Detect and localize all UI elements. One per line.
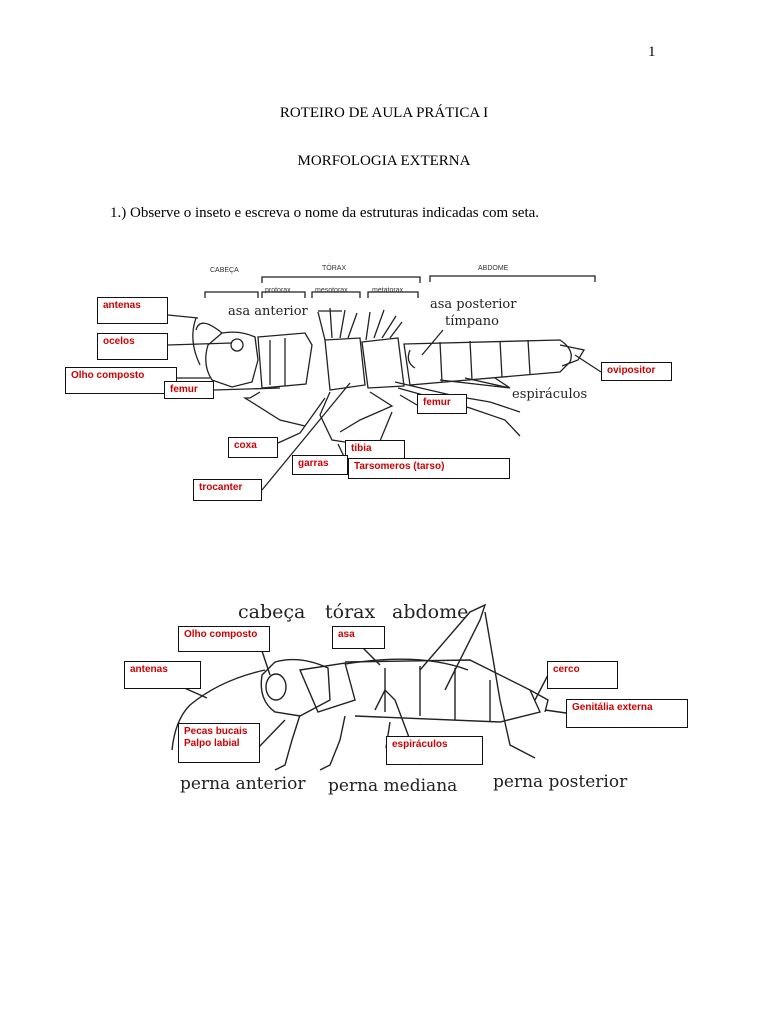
page-number: 1 [648, 44, 656, 60]
label-femur-hind: femur [417, 394, 467, 414]
thorax-pro: protorax [265, 287, 291, 294]
figure-2-drawing: cabeça tórax abdome perna anterior perna… [171, 601, 628, 796]
figure-2-grasshopper-lateral: cabeça tórax abdome perna anterior perna… [171, 601, 628, 796]
label-cerco: cerco [547, 661, 618, 689]
region-abdomen: ABDOME [478, 265, 509, 272]
text-torax: tórax [325, 601, 375, 623]
region-thorax: TÓRAX [322, 263, 346, 272]
label-garras: garras [292, 455, 348, 475]
label-antenas: antenas [97, 297, 168, 324]
document-subtitle: MORFOLOGIA EXTERNA [297, 153, 471, 169]
text-timpano: tímpano [445, 314, 499, 329]
label-ovipositor: ovipositor [601, 362, 672, 381]
text-perna-mediana: perna mediana [328, 776, 457, 796]
label-trocanter: trocanter [193, 479, 262, 501]
label-femur-front: femur [164, 381, 214, 399]
thorax-meso: mesotorax [315, 287, 348, 294]
thorax-meta: metatorax [372, 287, 404, 294]
label-asa: asa [332, 626, 385, 649]
region-head: CABEÇA [210, 267, 239, 274]
label-coxa: coxa [228, 437, 278, 458]
label-ocelos: ocelos [97, 333, 168, 360]
label-tarsomeros: Tarsomeros (tarso) [348, 458, 510, 479]
label-antenas-2: antenas [124, 661, 201, 689]
document-title: ROTEIRO DE AULA PRÁTICA I [279, 105, 489, 121]
text-asa-posterior: asa posterior [430, 297, 517, 312]
question-text: 1.) Observe o inseto e escreva o nome da… [110, 205, 540, 221]
label-olho-composto: Olho composto [65, 367, 177, 394]
text-cabeca: cabeça [238, 601, 305, 623]
text-perna-anterior: perna anterior [180, 774, 306, 794]
label-espiraculos-2: espiráculos [386, 736, 483, 765]
text-abdome: abdome [392, 601, 468, 623]
text-perna-posterior: perna posterior [493, 772, 628, 792]
label-olho-composto-2: Olho composto [178, 626, 270, 652]
label-genitalia-externa: Genitália externa [566, 699, 688, 728]
text-asa-anterior: asa anterior [228, 304, 309, 319]
label-pecas-bucais: Pecas bucais Palpo labial [178, 723, 260, 763]
text-espiraculos: espiráculos [512, 387, 587, 402]
